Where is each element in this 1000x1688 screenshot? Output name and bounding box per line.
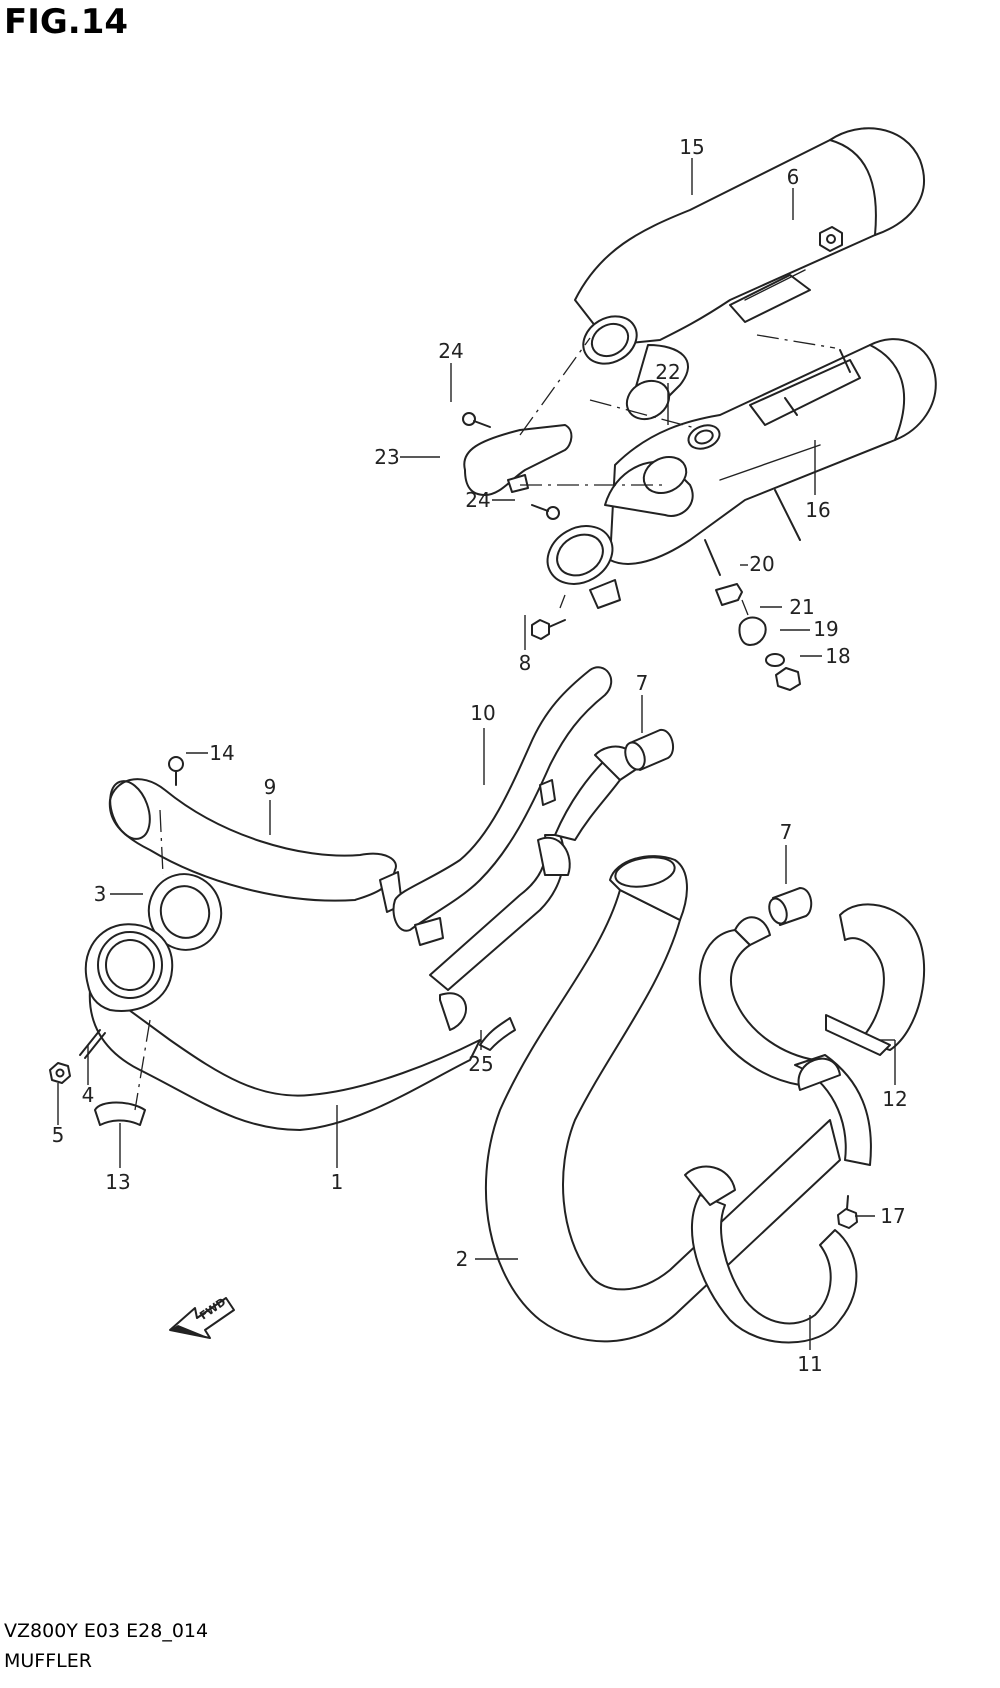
callout-15: 15 bbox=[679, 135, 704, 159]
callout-17: 17 bbox=[880, 1204, 905, 1228]
callout-24-lower: 24 bbox=[465, 488, 490, 512]
part-11-exhaust-pipe bbox=[684, 1165, 858, 1344]
callout-25: 25 bbox=[468, 1052, 493, 1076]
callout-20: 20 bbox=[749, 552, 774, 576]
leader-lines bbox=[57, 158, 896, 1350]
callout-5: 5 bbox=[52, 1123, 65, 1147]
callout-23: 23 bbox=[374, 445, 399, 469]
callout-24-upper: 24 bbox=[438, 339, 463, 363]
part-18-nut bbox=[775, 667, 801, 691]
callout-21: 21 bbox=[789, 595, 814, 619]
part-7-joint-upper bbox=[624, 728, 675, 771]
part-10-heat-shield bbox=[392, 666, 613, 946]
callout-11: 11 bbox=[797, 1352, 822, 1376]
part-9-heat-shield bbox=[108, 778, 403, 913]
callout-3: 3 bbox=[94, 882, 107, 906]
callout-8: 8 bbox=[519, 651, 532, 675]
callout-12: 12 bbox=[882, 1087, 907, 1111]
figure-title: FIG.14 bbox=[4, 2, 129, 42]
part-16-lower-muffler bbox=[546, 338, 937, 609]
part-12-exhaust-pipe bbox=[698, 903, 926, 1166]
callout-7-upper: 7 bbox=[636, 671, 649, 695]
callout-16: 16 bbox=[805, 498, 830, 522]
callout-4: 4 bbox=[82, 1083, 95, 1107]
callout-13: 13 bbox=[105, 1170, 130, 1194]
part-6-nut bbox=[819, 226, 843, 252]
part-17-bolt bbox=[837, 1195, 858, 1229]
part-19-washer bbox=[765, 653, 785, 667]
fwd-arrow-icon: FWD bbox=[169, 1295, 235, 1340]
callout-1: 1 bbox=[331, 1170, 344, 1194]
part-13-retainer bbox=[94, 1101, 146, 1126]
part-23-cover bbox=[463, 424, 573, 496]
part-16-mount-bolts bbox=[704, 349, 851, 576]
part-8-bolt bbox=[531, 619, 566, 640]
part-15-upper-muffler bbox=[574, 127, 925, 421]
callout-18: 18 bbox=[825, 644, 850, 668]
part-22-gasket bbox=[687, 424, 721, 450]
callout-19: 19 bbox=[813, 617, 838, 641]
part-25-clamp bbox=[479, 1017, 516, 1051]
part-3-gasket bbox=[147, 873, 223, 951]
callout-10: 10 bbox=[470, 701, 495, 725]
part-2-rear-exhaust-pipe bbox=[484, 855, 841, 1343]
part-24-screws bbox=[462, 412, 560, 520]
callout-22: 22 bbox=[655, 360, 680, 384]
part-21-cushion bbox=[738, 616, 767, 646]
callout-7-lower: 7 bbox=[780, 820, 793, 844]
assembly-lines-upper bbox=[519, 334, 836, 616]
part-7-joint-lower bbox=[768, 887, 813, 926]
figure-code: VZ800Y E03 E28_014 bbox=[4, 1620, 209, 1642]
callout-6: 6 bbox=[787, 165, 800, 189]
callout-2: 2 bbox=[456, 1247, 469, 1271]
part-5-nut bbox=[49, 1062, 71, 1084]
callout-9: 9 bbox=[264, 775, 277, 799]
assembly-lines-left bbox=[134, 809, 164, 1111]
callout-labels: 15 6 24 22 23 24 16 20 21 19 18 8 7 10 1… bbox=[52, 135, 908, 1376]
callout-14: 14 bbox=[209, 741, 234, 765]
parts-18-21-mount-hardware bbox=[715, 583, 801, 691]
part-1-front-exhaust-pipe bbox=[84, 745, 637, 1131]
part-20-collar bbox=[715, 583, 743, 606]
figure-caption: MUFFLER bbox=[4, 1650, 92, 1672]
part-14-screw bbox=[168, 756, 184, 786]
